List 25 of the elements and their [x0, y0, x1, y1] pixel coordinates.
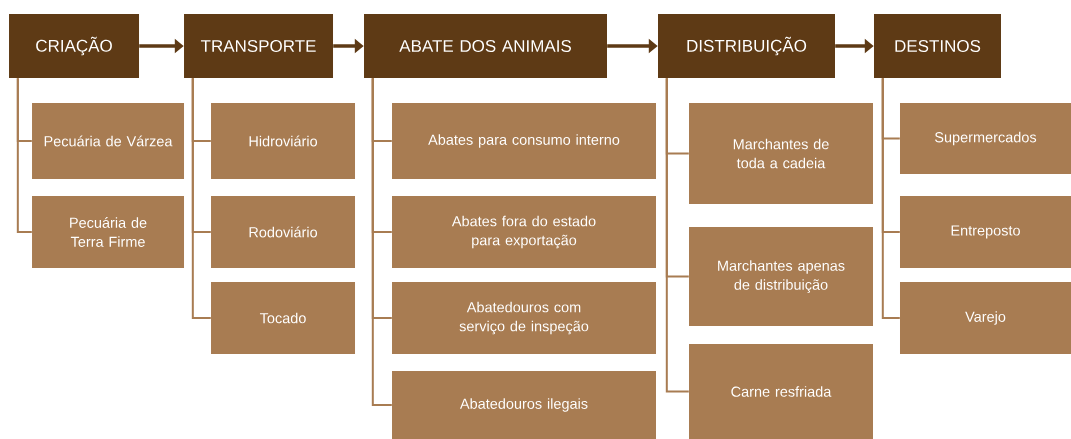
category-header: DESTINOS [874, 14, 1001, 78]
item-box: Varejo [900, 282, 1071, 354]
category-header: DISTRIBUIÇÃO [658, 14, 835, 78]
connector-line [191, 77, 212, 319]
category-header: ABATE DOS ANIMAIS [364, 14, 607, 78]
connector-line [16, 77, 33, 233]
item-box: Abates para consumo interno [392, 103, 656, 179]
item-box: Rodoviário [211, 196, 355, 268]
item-box: Abatedouros com serviço de inspeção [392, 282, 656, 354]
connector-line [881, 77, 901, 319]
connector-line [665, 77, 690, 393]
item-box: Supermercados [900, 103, 1071, 174]
item-box: Abates fora do estado para exportação [392, 196, 656, 268]
item-box: Pecuária de Terra Firme [32, 196, 184, 268]
item-box: Abatedouros ilegais [392, 371, 656, 439]
category-header: CRIAÇÃO [9, 14, 139, 78]
item-box: Marchantes apenas de distribuição [689, 227, 873, 326]
item-box: Marchantes de toda a cadeia [689, 103, 873, 204]
item-box: Hidroviário [211, 103, 355, 179]
connector-line [371, 77, 393, 406]
item-box: Tocado [211, 282, 355, 354]
item-box: Carne resfriada [689, 344, 873, 439]
item-box: Pecuária de Várzea [32, 103, 184, 179]
category-header: TRANSPORTE [184, 14, 333, 78]
item-box: Entreposto [900, 196, 1071, 268]
